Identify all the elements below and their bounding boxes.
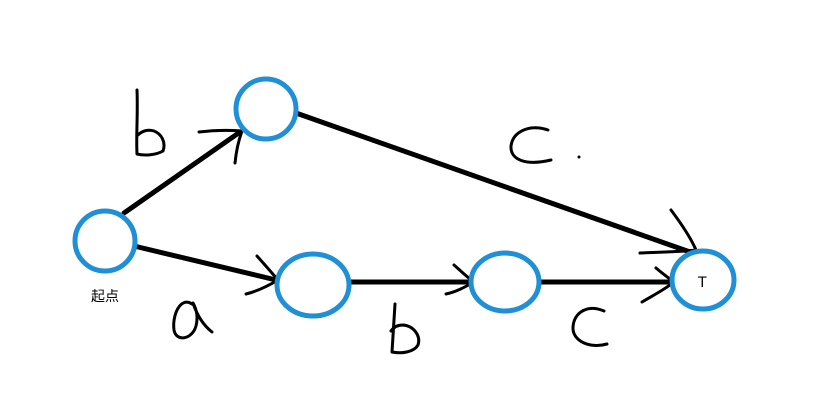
handwritten-label-c-bottom2-to-target	[571, 306, 609, 347]
edge-start-to-top	[121, 129, 243, 216]
node-bottom1	[274, 251, 352, 319]
node-top	[233, 76, 299, 142]
arrowhead-start-to-top	[197, 128, 244, 165]
handwritten-label-b-start-to-top	[135, 88, 166, 157]
edge-start-to-bottom1	[131, 243, 279, 283]
arrowhead-bottom2-to-target	[640, 266, 676, 304]
handwritten-label-a-start-to-bottom1	[172, 300, 214, 340]
handwritten-label-c-top-to-target	[509, 126, 581, 164]
node-target	[669, 248, 737, 312]
node-start	[72, 208, 138, 274]
node-bottom2	[468, 250, 542, 314]
node-target-label: T	[697, 275, 707, 291]
edge-top-to-target	[293, 110, 693, 255]
handwritten-label-b-bottom1-to-bottom2	[389, 302, 421, 355]
node-start-label: 起点	[91, 289, 119, 305]
